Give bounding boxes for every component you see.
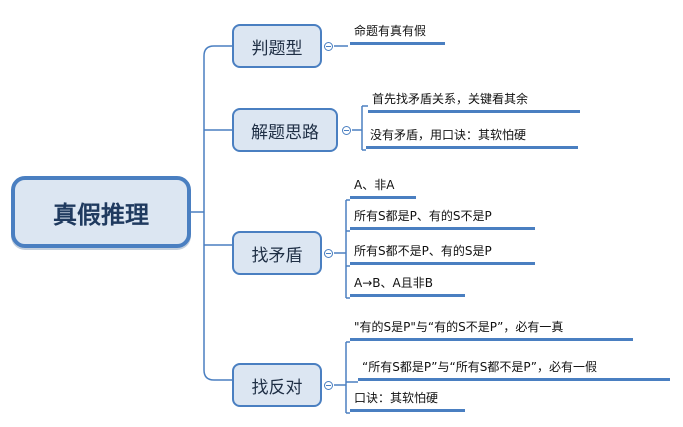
branch-topic-4-label: 找反对 <box>251 377 303 398</box>
collapse-toggle-icon[interactable] <box>324 42 333 51</box>
collapse-toggle-icon[interactable] <box>324 381 333 390</box>
subtopic-4-2[interactable]: “所有S都是P”与“所有S都不是P”，必有一假 <box>358 360 670 381</box>
subtopic-4-3[interactable]: 口诀：其软怕硬 <box>350 391 465 412</box>
root-topic-label: 真假推理 <box>53 200 149 229</box>
subtopic-1-1[interactable]: 命题有真有假 <box>350 24 445 45</box>
subtopic-3-1[interactable]: A、非A <box>350 178 416 199</box>
collapse-toggle-icon[interactable] <box>342 126 351 135</box>
subtopic-2-1[interactable]: 首先找矛盾关系，关键看其余 <box>368 92 580 113</box>
branch-topic-1[interactable]: 判题型 <box>232 24 322 68</box>
subtopic-4-1[interactable]: "有的S是P"与“有的S不是P”，必有一真 <box>350 320 633 341</box>
branch-topic-2[interactable]: 解题思路 <box>232 108 338 152</box>
subtopic-2-2[interactable]: 没有矛盾，用口诀：其软怕硬 <box>366 124 578 149</box>
collapse-toggle-icon[interactable] <box>324 249 333 258</box>
branch-topic-3[interactable]: 找矛盾 <box>232 231 322 275</box>
branch-topic-3-label: 找矛盾 <box>251 245 303 266</box>
subtopic-3-2[interactable]: 所有S都是P、有的S不是P <box>350 209 535 230</box>
subtopic-3-4[interactable]: A→B、A且非B <box>350 276 465 297</box>
root-topic[interactable]: 真假推理 <box>11 176 191 248</box>
subtopic-3-3[interactable]: 所有S都不是P、有的S是P <box>350 244 535 265</box>
branch-topic-2-label: 解题思路 <box>251 122 319 143</box>
branch-topic-1-label: 判题型 <box>251 38 303 59</box>
branch-topic-4[interactable]: 找反对 <box>232 363 322 407</box>
